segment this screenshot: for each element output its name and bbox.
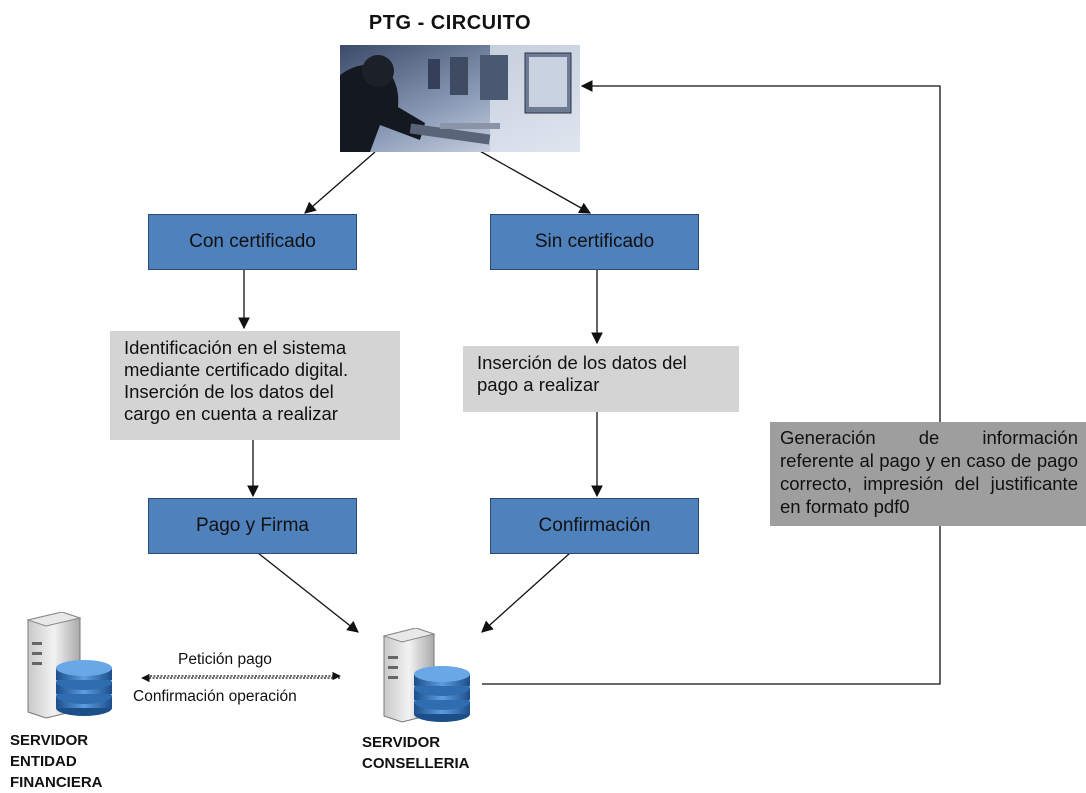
box-con-certificado: Con certificado	[148, 214, 357, 270]
server-conselleria-icon	[380, 627, 476, 731]
note-line: cargo en cuenta a realizar	[124, 403, 338, 424]
note-line: Inserción de los datos del	[477, 352, 687, 373]
note-identificacion: Identificación en el sistema mediante ce…	[110, 331, 400, 440]
note-insercion: Inserción de los datos del pago a realiz…	[463, 346, 739, 412]
note-generacion: Generación de información referente al p…	[770, 422, 1086, 526]
label-confirmacion-operacion: Confirmación operación	[133, 688, 297, 705]
note-line: pago a realizar	[477, 374, 600, 395]
label-line: SERVIDOR	[362, 734, 441, 751]
note-line: mediante certificado digital.	[124, 359, 349, 380]
arrow-photo-to-con	[304, 151, 376, 214]
box-pago-firma: Pago y Firma	[148, 498, 357, 554]
arrow-pago-to-server	[257, 552, 359, 633]
box-sin-certificado: Sin certificado	[490, 214, 699, 270]
diagram-title: PTG - CIRCUITO	[368, 12, 532, 34]
note-line: Inserción de los datos del	[124, 381, 334, 402]
label-line: ENTIDAD	[10, 753, 77, 770]
label-servidor-entidad: SERVIDOR ENTIDAD FINANCIERA	[10, 730, 103, 793]
box-confirmacion: Confirmación	[490, 498, 699, 554]
feedback-line	[482, 80, 941, 685]
label-peticion-pago: Petición pago	[178, 651, 272, 668]
note-line: Identificación en el sistema	[124, 337, 347, 358]
arrow-confirm-to-server	[481, 552, 571, 633]
label-line: FINANCIERA	[10, 774, 103, 791]
computer-users-photo	[340, 45, 580, 152]
label-line: SERVIDOR	[10, 732, 89, 749]
label-servidor-conselleria: SERVIDOR CONSELLERIA	[362, 732, 470, 774]
server-entidad-icon	[22, 611, 118, 729]
arrow-photo-to-sin	[477, 149, 592, 214]
label-line: CONSELLERIA	[362, 755, 470, 772]
